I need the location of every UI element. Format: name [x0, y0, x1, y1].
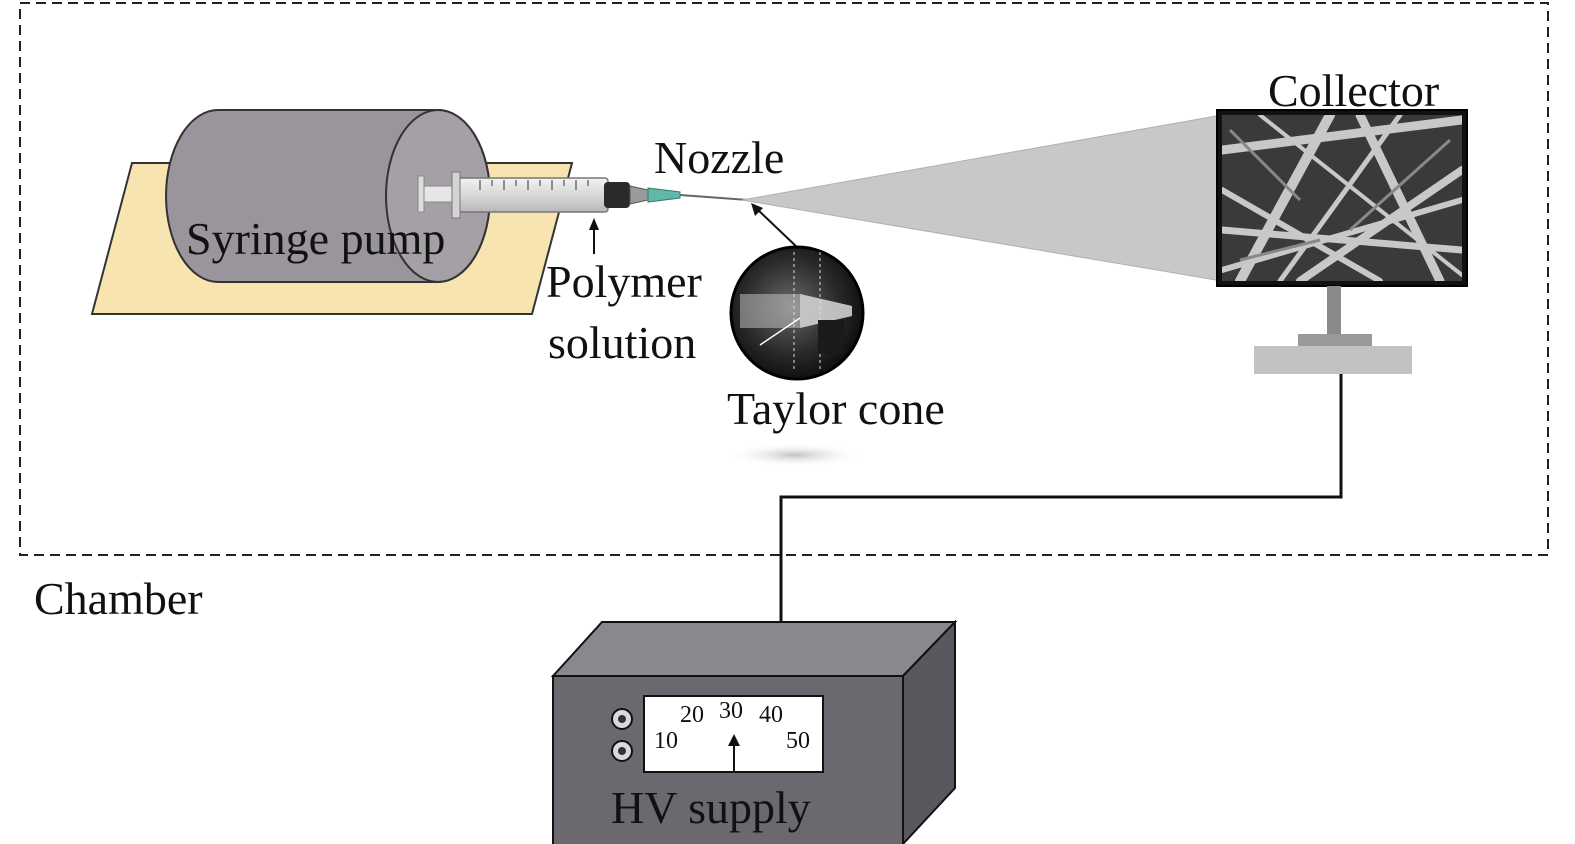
label-taylor-cone: Taylor cone — [727, 383, 945, 434]
dial-tick-label: 40 — [759, 702, 783, 728]
polymer-arrow — [589, 218, 599, 254]
syringe — [417, 171, 749, 219]
label-polymer-line2: solution — [548, 317, 696, 368]
dial-tick-label: 10 — [654, 728, 678, 754]
taylor-cone-arrow — [751, 203, 801, 251]
label-syringe-pump: Syringe pump — [186, 213, 445, 264]
hv-wire — [779, 374, 1343, 622]
label-nozzle: Nozzle — [654, 132, 784, 183]
hv-supply-box — [550, 619, 958, 844]
label-chamber: Chamber — [34, 573, 203, 624]
dial-tick-label: 50 — [786, 728, 810, 754]
dial-tick-label: 20 — [680, 702, 704, 728]
taylor-cone-inset — [725, 245, 865, 467]
label-hv-supply: HV supply — [611, 782, 811, 833]
label-polymer-line1: Polymer — [546, 256, 702, 307]
dial-tick-label: 30 — [719, 698, 743, 724]
collector — [1216, 109, 1468, 374]
label-collector: Collector — [1268, 65, 1439, 116]
